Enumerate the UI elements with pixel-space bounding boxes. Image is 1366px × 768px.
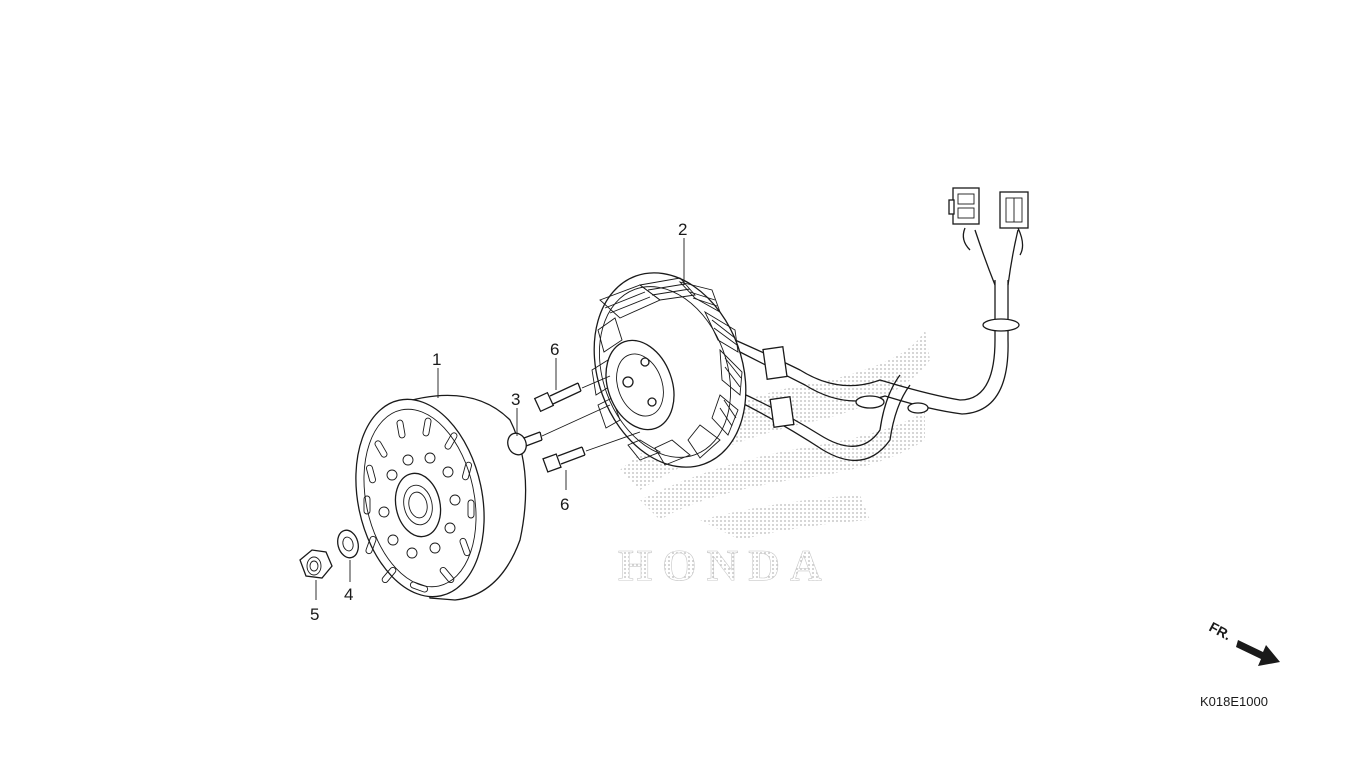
callout-washer-bolt: 3: [511, 390, 520, 409]
flywheel-rotor: [355, 394, 527, 601]
diagram-code: K018E1000: [1200, 694, 1268, 709]
callout-nut: 5: [310, 605, 319, 624]
callout-stator: 2: [678, 220, 687, 239]
callout-flywheel: 1: [432, 350, 441, 369]
callout-bolt-lower: 6: [560, 495, 569, 514]
connector-left: [948, 187, 980, 225]
callout-bolt-upper: 6: [550, 340, 559, 359]
front-indicator: FR.: [1207, 619, 1280, 666]
washer: [337, 529, 359, 559]
connector-right: [999, 191, 1029, 229]
bolt-lower: [542, 431, 641, 473]
arrow-right-down-icon: [1236, 640, 1280, 666]
wire-harness: [734, 187, 1029, 462]
stator-assembly: [591, 272, 747, 468]
washer-bolt: [507, 404, 611, 456]
leader-lines: [315, 238, 685, 600]
callout-washer: 4: [344, 585, 353, 604]
front-label: FR.: [1207, 619, 1234, 644]
honda-watermark-text: HONDA: [618, 541, 832, 590]
flywheel-nut: [299, 549, 333, 579]
bolt-upper: [533, 375, 611, 413]
